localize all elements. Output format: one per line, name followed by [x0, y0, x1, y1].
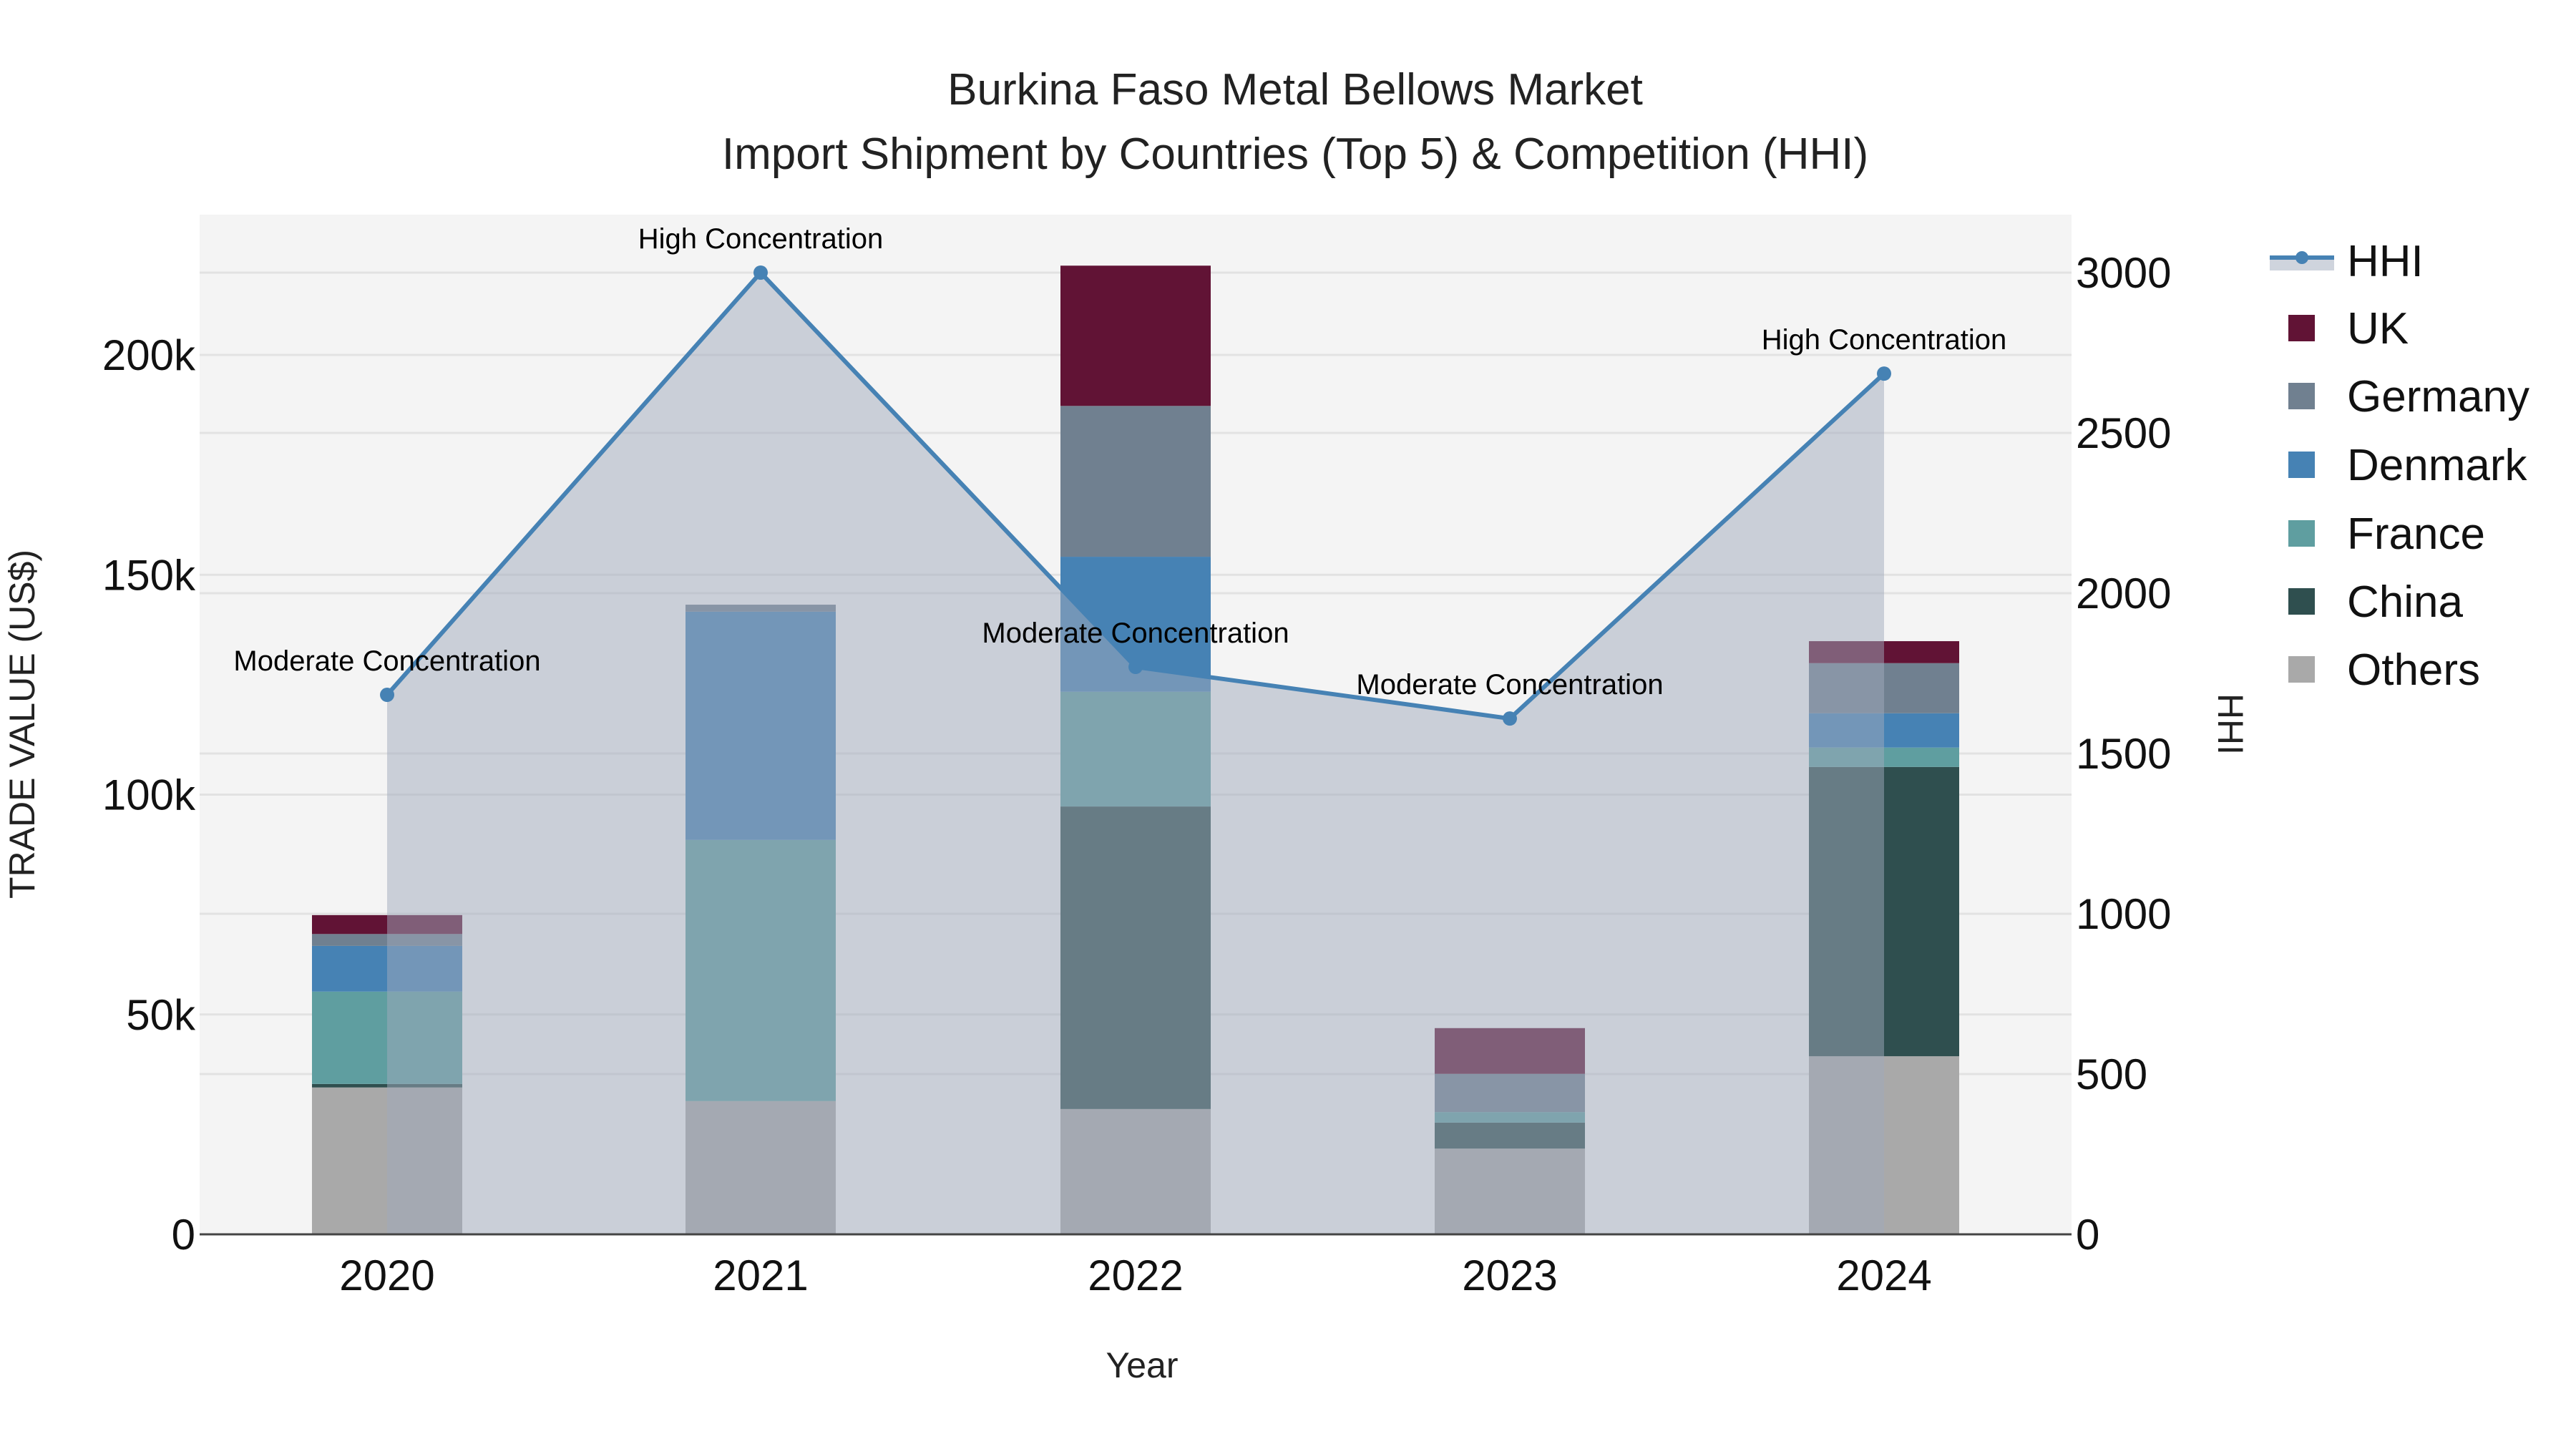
- hhi-marker: [1128, 660, 1143, 675]
- hhi-annotation: Moderate Concentration: [982, 618, 1289, 649]
- hhi-area-path: [387, 273, 1884, 1234]
- y-tick-label: 150k: [102, 551, 196, 599]
- y2-tick-label: 1500: [2076, 730, 2171, 778]
- x-axis-ticks: 2020 2021 2022 2023 2024: [339, 1252, 1931, 1299]
- legend-item-uk[interactable]: UK: [2288, 304, 2409, 353]
- legend-marker-icon: [2296, 251, 2308, 264]
- y2-tick-label: 500: [2076, 1050, 2147, 1098]
- bar-segment-germany: [1060, 406, 1211, 557]
- legend-label: Others: [2347, 645, 2480, 695]
- legend-label: Germany: [2347, 372, 2529, 421]
- legend-label: UK: [2347, 304, 2409, 353]
- x-tick-label: 2021: [713, 1252, 808, 1299]
- hhi-annotation: High Concentration: [1762, 324, 2006, 356]
- legend-swatch-icon: [2288, 656, 2315, 683]
- legend-item-china[interactable]: China: [2288, 577, 2464, 627]
- y2-axis-title: HHI: [2210, 693, 2250, 755]
- y2-tick-label: 3000: [2076, 249, 2171, 297]
- hhi-annotation: Moderate Concentration: [1356, 669, 1663, 701]
- legend-area-icon: [2270, 259, 2334, 270]
- hhi-annotation: Moderate Concentration: [233, 645, 540, 677]
- legend-swatch-icon: [2288, 520, 2315, 547]
- hhi-annotations: Moderate Concentration High Concentration…: [233, 223, 2006, 701]
- legend-swatch-icon: [2288, 383, 2315, 409]
- hhi-marker: [1877, 366, 1891, 381]
- x-axis-title: Year: [1106, 1345, 1178, 1385]
- y-tick-label: 200k: [102, 331, 196, 379]
- y2-tick-label: 0: [2076, 1211, 2099, 1259]
- legend-swatch-icon: [2288, 588, 2315, 615]
- y-tick-label: 100k: [102, 771, 196, 819]
- legend-item-germany[interactable]: Germany: [2288, 372, 2529, 421]
- x-tick-label: 2022: [1088, 1252, 1183, 1299]
- hhi-line: [380, 265, 1891, 726]
- x-tick-label: 2020: [339, 1252, 434, 1299]
- chart-title: Burkina Faso Metal Bellows Market: [947, 65, 1643, 114]
- x-tick-label: 2024: [1836, 1252, 1931, 1299]
- y-tick-label: 0: [172, 1211, 195, 1259]
- y2-axis-ticks: 0 500 1000 1500 2000 2500 3000: [2076, 249, 2171, 1259]
- legend-label: China: [2347, 577, 2464, 627]
- legend-swatch-icon: [2288, 452, 2315, 478]
- y2-tick-label: 2500: [2076, 409, 2171, 457]
- hhi-annotation: High Concentration: [638, 223, 883, 255]
- y-axis-title: TRADE VALUE (US$): [2, 550, 42, 899]
- legend-item-denmark[interactable]: Denmark: [2288, 441, 2528, 490]
- legend-swatch-icon: [2288, 315, 2315, 341]
- legend-item-hhi[interactable]: HHI: [2270, 237, 2424, 286]
- hhi-marker: [380, 688, 394, 703]
- legend-label: Denmark: [2347, 441, 2528, 490]
- x-tick-label: 2023: [1462, 1252, 1557, 1299]
- bar-segment-uk: [1060, 265, 1211, 406]
- legend-label: HHI: [2347, 237, 2424, 286]
- y2-tick-label: 2000: [2076, 570, 2171, 618]
- legend-label: France: [2347, 509, 2485, 559]
- legend-item-others[interactable]: Others: [2288, 645, 2480, 695]
- y2-tick-label: 1000: [2076, 890, 2171, 938]
- hhi-marker: [753, 265, 768, 280]
- y-axis-ticks: 0 50k 100k 150k 200k: [102, 331, 196, 1259]
- chart-subtitle: Import Shipment by Countries (Top 5) & C…: [722, 130, 1868, 179]
- legend-item-france[interactable]: France: [2288, 509, 2485, 559]
- hhi-area-fill: [387, 273, 1884, 1234]
- y-tick-label: 50k: [126, 991, 196, 1039]
- hhi-marker: [1503, 711, 1517, 726]
